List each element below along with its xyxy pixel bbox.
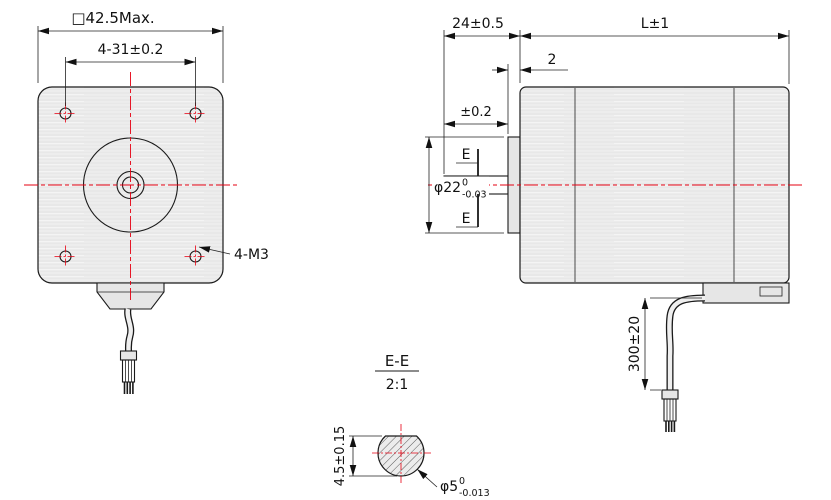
dim-text-bolt-circle: 4-31±0.2 [98,42,164,58]
callout-text-shaft-tol-lower: -0.013 [459,488,490,499]
dim-outer-square: □42.5Max. [37,9,224,83]
dim-flat-tolerance: ±0.2 [444,105,508,128]
dim-text-flat-height: 4.5±0.15 [333,426,348,487]
front-cable [119,308,138,394]
connector-latch [759,286,783,297]
section-view: E-E 2:1 4.5±0.15 φ5 0 -0.013 [333,352,490,499]
dim-text-shaft-length: 24±0.5 [452,16,504,32]
callout-text-thread: 4-M3 [234,247,269,263]
cable-ferrule [119,350,138,361]
mounting-holes [54,102,207,268]
dim-text-pilot-tol-lower: -0.03 [462,190,487,201]
cable-ferrule [661,389,679,400]
callout-shaft-diameter: φ5 0 -0.013 [417,469,490,499]
section-title: E-E [385,352,409,370]
bolt-hole-centerlines [54,102,207,268]
callout-thread: 4-M3 [198,246,269,263]
side-cable [661,294,706,432]
section-mark-text-top: E [462,147,471,163]
dim-cable-length: 300±20 [627,297,702,391]
callout-text-shaft-tol-upper: 0 [459,476,465,487]
dim-shaft-length: 24±0.5 [443,16,521,174]
section-mark-text-bottom: E [462,211,471,227]
front-view: □42.5Max. 4-31±0.2 4-M3 [24,9,269,394]
dim-text-cable-length: 300±20 [627,316,643,372]
side-connector-block [702,282,790,304]
side-view: φ22 0 -0.03 24±0.5 L±1 2 ±0.2 [425,16,802,432]
dim-text-pilot-tol-upper: 0 [462,178,468,189]
dim-flat-height: 4.5±0.15 [333,426,397,487]
dim-pilot-diameter: φ22 0 -0.03 [425,136,504,234]
section-scale: 2:1 [386,377,409,393]
dim-text-boss-height: 2 [548,52,557,68]
dim-body-length: L±1 [520,16,790,84]
dim-bolt-circle: 4-31±0.2 [65,42,196,106]
label-backdrop [432,176,489,199]
dim-boss-height: 2 [492,52,568,134]
dim-text-body-length: L±1 [641,16,669,32]
section-cut-marks: E E [456,147,479,228]
dim-text-outer-square: □42.5Max. [71,9,154,27]
callout-text-shaft-diameter: φ5 [440,479,458,495]
dim-text-flat-tolerance: ±0.2 [460,105,492,120]
dim-text-pilot-diameter: φ22 [434,180,461,196]
